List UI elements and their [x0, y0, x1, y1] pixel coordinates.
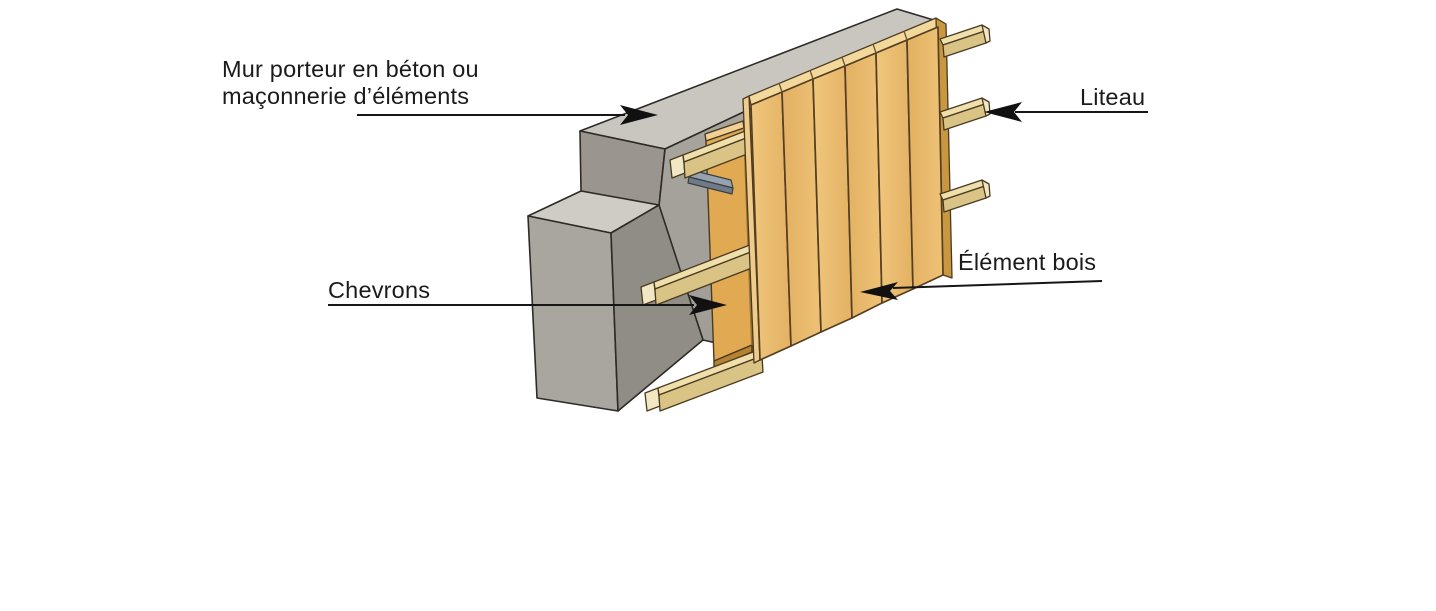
arrowhead-element-bois — [860, 282, 898, 300]
arrowhead-chevrons — [689, 295, 727, 315]
pilaster-right-face — [610, 204, 704, 412]
cladding-panel — [742, 17, 953, 364]
label-element-bois: Élément bois — [958, 249, 1097, 275]
pilaster-left-face — [527, 215, 619, 412]
arrowhead-mur-porteur — [620, 105, 658, 125]
batten-bottom-left-end — [644, 387, 661, 412]
stub3-end — [981, 179, 991, 199]
leader-line-element-bois — [892, 280, 1103, 289]
label-mur-porteur: Mur porteur en béton ou maçonnerie d’élé… — [222, 56, 479, 110]
label-mur-porteur-line1: Mur porteur en béton ou — [222, 56, 479, 82]
batten-bottom-left — [644, 348, 764, 412]
batten-bottom-left-frontface — [658, 355, 764, 412]
metal-bracket — [686, 168, 734, 195]
batten-middle-left-end — [640, 281, 657, 306]
label-chevrons: Chevrons — [328, 277, 431, 303]
batten-top-left — [669, 127, 756, 179]
cladding-board-6 — [906, 26, 944, 290]
stub1-end — [981, 24, 991, 44]
arrowhead-liteau — [984, 102, 1022, 122]
batten-top-right-stub — [939, 24, 991, 58]
bracket-flange — [687, 176, 734, 195]
panel-top-seam-ticks — [778, 30, 908, 93]
label-mur-porteur-line2: maçonnerie d’éléments — [222, 83, 470, 109]
batten-top-left-end — [669, 154, 686, 179]
batten-bottom-right-stub — [939, 179, 991, 213]
label-liteau: Liteau — [1080, 84, 1146, 110]
